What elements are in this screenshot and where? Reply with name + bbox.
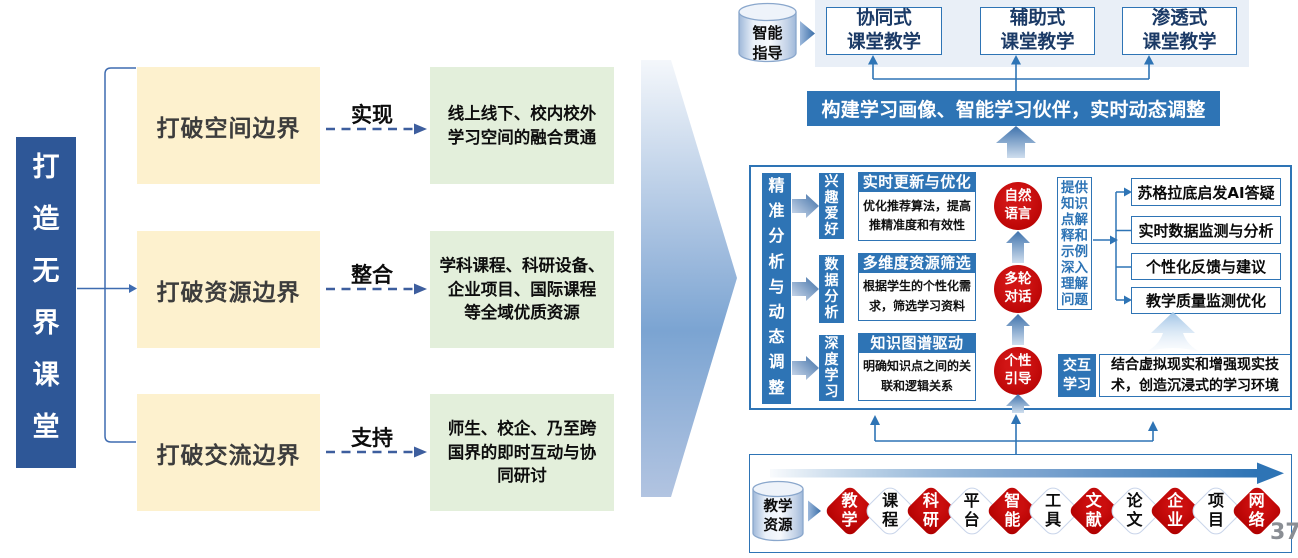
factor-desc: 根据学生的个性化需 求，筛选学习资料 — [858, 273, 976, 321]
mode-box-assistive: 辅助式 课堂教学 — [980, 7, 1095, 55]
ai-function-socratic-qa: 苏格拉底启发AI答疑 — [1131, 178, 1281, 206]
page-number: 37 — [1270, 520, 1298, 545]
boundary-box-communication: 打破交流边界 — [137, 394, 320, 511]
boundary-box-resource: 打破资源边界 — [137, 231, 320, 348]
factor-title: 多维度资源筛选 — [858, 253, 976, 273]
banner-up-arrow — [996, 126, 1036, 158]
factor-box-update: 实时更新与优化 优化推荐算法，提高 推精准度和有效性 — [858, 172, 976, 241]
factor-desc: 明确知识点之间的关 联和逻辑关系 — [858, 353, 976, 401]
left-bracket-connector — [77, 67, 136, 443]
factor-desc: 优化推荐算法，提高 推精准度和有效性 — [858, 192, 976, 241]
diamond-label: 教 学 — [841, 491, 858, 529]
factor-title: 实时更新与优化 — [858, 172, 976, 192]
diamond-label: 课 程 — [882, 491, 899, 529]
mode-box-collaborative: 协同式 课堂教学 — [826, 7, 942, 55]
interaction-desc: 结合虚拟现实和增强现实技 术，创造沉浸式的学习环境 — [1099, 354, 1291, 397]
factor-tag-deep-learning: 深 度 学 习 — [819, 335, 844, 401]
boundary-box-space: 打破空间边界 — [137, 67, 320, 184]
diamond-label: 工 具 — [1045, 491, 1062, 529]
factor-title: 知识图谱驱动 — [858, 333, 976, 353]
diamond-label: 平 台 — [963, 491, 980, 529]
diamond-label: 网 络 — [1248, 491, 1265, 529]
mode-box-permeating: 渗透式 课堂教学 — [1122, 7, 1237, 55]
factor-tag-data: 数 据 分 析 — [819, 255, 844, 323]
relation-label-integrate: 整合 — [351, 263, 393, 287]
diamond-label: 企 业 — [1167, 491, 1184, 529]
cylinder-label-teaching-resources: 教学 资源 — [763, 499, 793, 534]
banner-to-modes-connectors — [872, 63, 1150, 91]
bottom-connector-arrowheads — [870, 414, 1158, 431]
cylinder-label-smart-guidance: 智能 指导 — [752, 24, 783, 62]
ai-function-personal-feedback: 个性化反馈与建议 — [1131, 253, 1281, 280]
diamond-label: 文 献 — [1085, 491, 1102, 529]
play-triangle-icon — [800, 21, 815, 46]
diamond-label: 项 目 — [1207, 491, 1224, 529]
dialogue-step-personal-guidance: 个性 引导 — [994, 347, 1042, 395]
factor-box-filter: 多维度资源筛选 根据学生的个性化需 求，筛选学习资料 — [858, 253, 976, 321]
axis-bar-precise-analysis: 精 准 分 析 与 动 态 调 整 — [762, 173, 791, 404]
factor-tag-interest: 兴 趣 爱 好 — [819, 173, 844, 239]
bridge-box-knowledge-explain: 提供 知识 点解 释和 示例 深入 理解 问题 — [1057, 177, 1092, 310]
ai-function-realtime-monitoring: 实时数据监测与分析 — [1131, 216, 1281, 244]
bracket-arrowhead — [129, 284, 137, 293]
relation-label-support: 支持 — [351, 426, 393, 450]
bottom-to-middle-connectors — [874, 423, 1154, 454]
result-box-resource: 学科课程、科研设备、 企业项目、国际课程 等全域优质资源 — [430, 231, 614, 348]
result-box-communication: 师生、校企、乃至跨 国界的即时互动与协 同研讨 — [430, 394, 614, 511]
dialogue-step-multi-turn: 多轮 对话 — [994, 265, 1042, 313]
diamond-label: 论 文 — [1126, 491, 1143, 529]
interaction-tag: 交互 学习 — [1058, 354, 1096, 397]
result-box-space: 线上线下、校内校外 学习空间的融合贯通 — [430, 67, 614, 184]
factor-box-knowledge-graph: 知识图谱驱动 明确知识点之间的关 联和逻辑关系 — [858, 333, 976, 401]
dialogue-step-natural-language: 自然 语言 — [994, 182, 1042, 230]
relation-label-realize: 实现 — [351, 103, 393, 127]
dashed-relation-arrows — [326, 123, 427, 458]
banner-learning-profile: 构建学习画像、智能学习伙伴，实时动态调整 — [807, 91, 1220, 126]
root-theme-box: 打 造 无 界 课 堂 — [16, 137, 76, 468]
diamond-label: 科 研 — [922, 491, 939, 529]
diamond-label: 智 能 — [1004, 491, 1021, 529]
ai-function-quality-monitoring: 教学质量监测优化 — [1131, 287, 1281, 314]
big-right-arrow — [641, 60, 737, 497]
